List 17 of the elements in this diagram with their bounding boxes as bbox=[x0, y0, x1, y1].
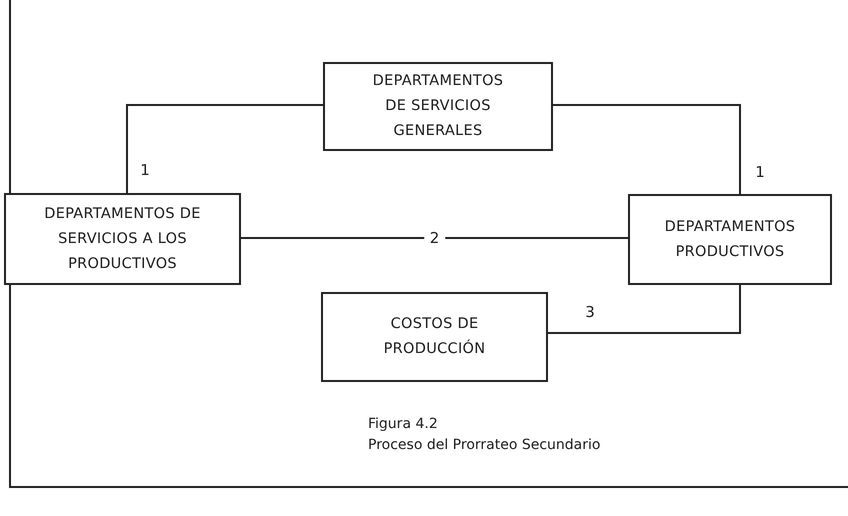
edge-label: 1 bbox=[139, 161, 151, 179]
edge-label: 3 bbox=[584, 303, 596, 321]
connector-line bbox=[553, 104, 741, 194]
connector-line bbox=[241, 237, 628, 239]
department-box bbox=[4, 193, 241, 285]
box-text: COSTOS DE PRODUCCIÓN bbox=[382, 315, 486, 359]
connector-line bbox=[548, 285, 741, 334]
connector-line bbox=[126, 104, 323, 193]
box-text: DEPARTAMENTOS PRODUCTIVOS bbox=[664, 218, 796, 262]
box-text: DEPARTAMENTOS DE SERVICIOS A LOS PRODUCTIVOS bbox=[43, 204, 202, 274]
figure-caption: Proceso del Prorrateo Secundario bbox=[368, 437, 600, 453]
department-box bbox=[321, 292, 548, 382]
department-box bbox=[323, 62, 553, 151]
box-text: DEPARTAMENTOS DE SERVICIOS GENERALES bbox=[372, 72, 504, 141]
figure-number: Figura 4.2 bbox=[368, 416, 438, 432]
edge-label: 1 bbox=[754, 163, 766, 181]
department-box bbox=[628, 194, 832, 285]
